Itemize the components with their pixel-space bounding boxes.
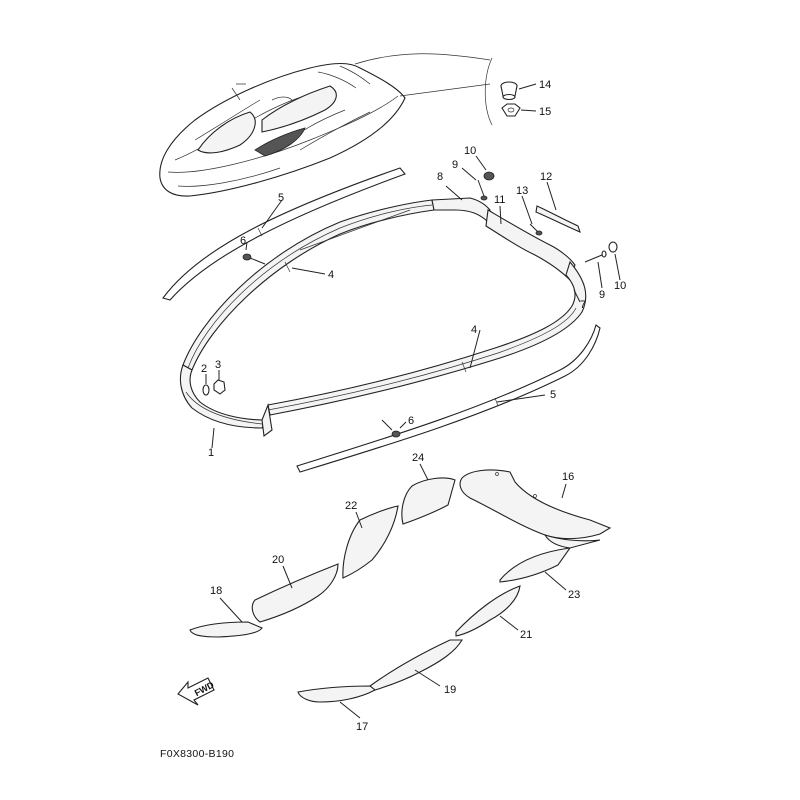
mat-19 [369, 639, 463, 691]
callout-9: 9 [599, 289, 605, 301]
callout-1: 1 [208, 447, 214, 459]
callout-14: 14 [539, 79, 551, 91]
nut-15 [501, 103, 521, 117]
rivet-13 [529, 223, 543, 236]
nut-3 [213, 379, 226, 395]
mat-20 [251, 563, 339, 623]
nut-10-lower [608, 241, 618, 253]
callout-6: 6 [408, 415, 414, 427]
callout-9: 9 [452, 159, 458, 171]
mat-23 [499, 534, 601, 583]
callout-16: 16 [562, 471, 574, 483]
nut-10-upper [483, 171, 495, 181]
callout-10: 10 [464, 145, 476, 157]
callout-15: 15 [539, 106, 551, 118]
callout-11: 11 [494, 194, 505, 206]
mat-16 [459, 469, 612, 540]
callout-12: 12 [540, 171, 552, 183]
callout-3: 3 [215, 359, 221, 371]
callout-23: 23 [568, 589, 580, 601]
callout-20: 20 [272, 554, 284, 566]
callout-21: 21 [520, 629, 532, 641]
bolt-9-upper [477, 179, 488, 201]
trim-12 [535, 205, 581, 233]
callout-17: 17 [356, 721, 368, 733]
callout-10: 10 [614, 280, 626, 292]
rub-strip-lower [296, 324, 601, 473]
bolt-9-lower [584, 250, 607, 263]
callout-5: 5 [550, 389, 556, 401]
mat-22 [342, 505, 399, 579]
callout-5: 5 [278, 192, 284, 204]
callout-4: 4 [471, 324, 477, 336]
mat-24 [401, 477, 456, 525]
screw-6-lower [381, 419, 401, 438]
diagram-code: F0X8300-B190 [160, 748, 234, 760]
mat-18 [189, 621, 263, 638]
callout-22: 22 [345, 500, 357, 512]
callout-24: 24 [412, 452, 424, 464]
watercraft-overview [159, 53, 493, 197]
callout-18: 18 [210, 585, 222, 597]
callout-4: 4 [328, 269, 334, 281]
mat-21 [455, 585, 521, 637]
callouts: 1 2 3 4 4 5 5 6 6 7 8 9 9 10 10 11 12 13… [201, 79, 626, 733]
callout-6: 6 [240, 235, 246, 247]
gunwale-bumper [179, 197, 587, 438]
rub-strip-upper [162, 167, 406, 301]
grommet-14 [500, 81, 518, 101]
screw-6-upper [242, 253, 266, 265]
callout-19: 19 [444, 684, 456, 696]
callout-13: 13 [516, 185, 528, 197]
mat-17 [297, 685, 376, 703]
washer-2 [202, 384, 210, 396]
fwd-arrow-icon: FWD [177, 677, 216, 706]
callout-2: 2 [201, 363, 207, 375]
callout-7: 7 [580, 299, 586, 311]
callout-8: 8 [437, 171, 443, 183]
